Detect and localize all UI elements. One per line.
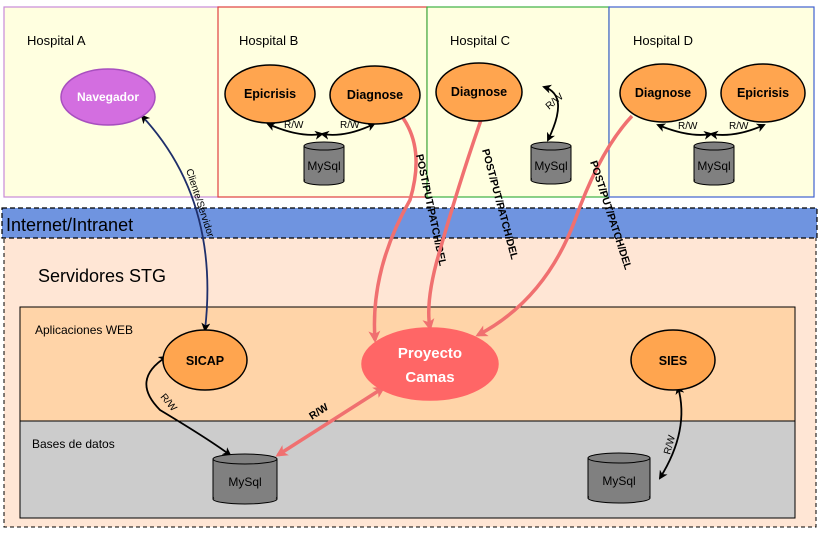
mysql-c-db: MySql — [530, 141, 572, 185]
rw-d-diagnose-edge — [656, 123, 713, 140]
rw-camas-edge — [275, 386, 386, 457]
diagnose-b-label: Diagnose — [347, 88, 403, 102]
mysql-sicap-label: MySql — [228, 475, 261, 489]
mysql-sies-label: MySql — [602, 474, 635, 488]
diagnose-c-label: Diagnose — [451, 85, 507, 99]
sicap-label: SICAP — [186, 354, 224, 368]
epicrisis-b-node[interactable] — [224, 64, 316, 124]
mysql-sies-db: MySql — [587, 452, 651, 504]
rw-d-2-label: R/W — [729, 121, 749, 132]
network-band — [1, 207, 818, 239]
cliente-servidor-edge — [140, 114, 211, 332]
proyecto-camas-line2: Camas — [405, 369, 454, 386]
mysql-b-label: MySql — [307, 159, 340, 173]
rw-d-1-label: R/W — [678, 121, 698, 132]
navegador-node[interactable] — [60, 68, 156, 126]
post-b-edge — [368, 117, 418, 343]
hospital-d-title: Hospital D — [633, 33, 693, 48]
rw-sies-label: R/W — [662, 434, 678, 456]
rw-b-2-label: R/W — [340, 120, 360, 131]
epicrisis-d-label: Epicrisis — [737, 86, 789, 100]
hospital-b-title: Hospital B — [239, 33, 298, 48]
rw-c-edge — [542, 84, 559, 142]
epicrisis-d-node[interactable] — [720, 63, 806, 123]
rw-b-diagnose-edge — [320, 122, 376, 140]
post-d-edge — [475, 114, 634, 337]
servers-title: Servidores STG — [38, 266, 166, 286]
sies-label: SIES — [659, 354, 688, 368]
sies-node[interactable] — [630, 329, 716, 391]
diagnose-d-node[interactable] — [619, 63, 707, 123]
db-title: Bases de datos — [32, 437, 115, 451]
post-c-edge — [422, 119, 483, 331]
mysql-d-db: MySql — [693, 141, 735, 186]
mysql-d-label: MySql — [697, 159, 730, 173]
network-label: Internet/Intranet — [6, 215, 133, 235]
mysql-b-db: MySql — [303, 141, 345, 186]
mysql-c-label: MySql — [534, 159, 567, 173]
sicap-node[interactable] — [162, 329, 248, 391]
diagnose-c-node[interactable] — [435, 62, 523, 122]
rw-sies-edge — [658, 385, 685, 480]
epicrisis-b-label: Epicrisis — [244, 87, 296, 101]
mysql-sicap-db: MySql — [212, 453, 278, 505]
hospital-c-title: Hospital C — [450, 33, 510, 48]
navegador-label: Navegador — [77, 90, 139, 104]
proyecto-camas-node[interactable] — [361, 327, 499, 401]
proyecto-camas-line1: Proyecto — [398, 345, 462, 362]
diagnose-d-label: Diagnose — [635, 86, 691, 100]
rw-d-epicrisis-edge — [709, 123, 766, 140]
hospital-a-title: Hospital A — [27, 33, 86, 48]
rw-b-epicrisis-edge — [266, 122, 324, 140]
rw-sicap-edge — [145, 355, 232, 457]
rw-b-1-label: R/W — [284, 120, 304, 131]
apps-title: Aplicaciones WEB — [35, 323, 133, 337]
diagnose-b-node[interactable] — [329, 65, 421, 125]
